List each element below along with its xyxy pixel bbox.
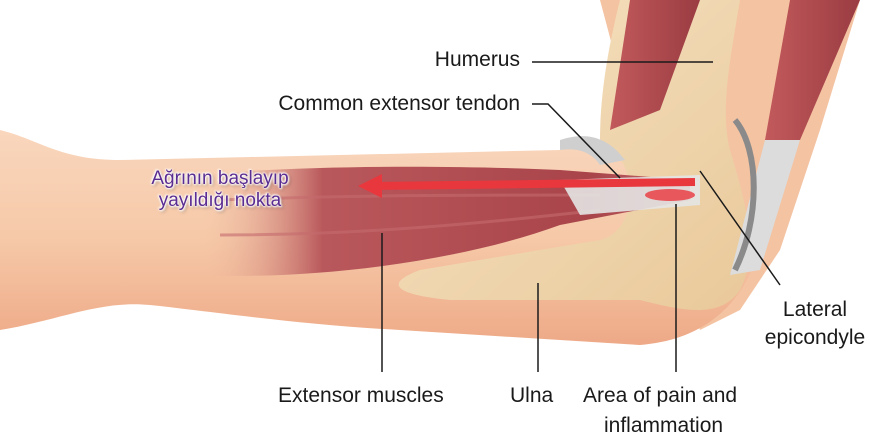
- upper-arm-muscle-left: [610, 0, 700, 130]
- upper-arm-muscle-right: [765, 0, 860, 140]
- label-ulna: Ulna: [510, 384, 554, 407]
- lateral-epicondyle-leader: [699, 170, 781, 286]
- muscle-fiber: [219, 208, 601, 237]
- ligament-curve: [732, 118, 757, 272]
- label-humerus: Humerus: [434, 48, 520, 71]
- annotation-line2: yayıldığı nokta: [158, 190, 282, 211]
- muscle-fiber: [219, 193, 601, 202]
- pain-arrow-head: [358, 174, 382, 198]
- pain-arrow-shaft: [374, 178, 696, 190]
- label-pain-area-line2: inflammation: [604, 414, 724, 437]
- label-pain-area-line1: Area of pain and: [583, 384, 738, 407]
- label-extensor-muscles: Extensor muscles: [278, 384, 444, 407]
- tendon-leader: [532, 103, 621, 179]
- annotation-line1: Ağrının başlayıp: [151, 168, 289, 189]
- inflammation-spot: [645, 189, 695, 201]
- label-lateral-line2: epicondyle: [764, 326, 866, 349]
- label-common-extensor-tendon: Common extensor tendon: [278, 92, 520, 115]
- label-lateral-line1: Lateral: [782, 298, 848, 321]
